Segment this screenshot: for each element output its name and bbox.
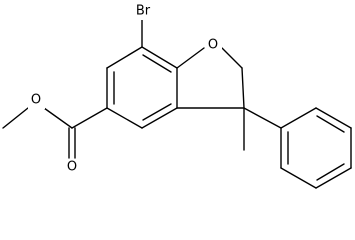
bond-carbonyl-carbon-ester-oxygen <box>43 107 73 129</box>
bromine-label: Br <box>136 4 151 19</box>
bond-ph4-ph5 <box>315 167 352 189</box>
chemical-structure-diagram: Br O O O <box>2 3 352 189</box>
bond-ph5-ph6 <box>280 167 317 189</box>
bond-c3-phenyl <box>243 107 282 129</box>
ester-ether-oxygen-label: O <box>31 93 41 108</box>
carbonyl-oxygen-label-background <box>63 159 80 176</box>
carbonyl-oxygen-label: O <box>67 160 77 175</box>
ring-oxygen-label: O <box>208 38 218 53</box>
bond-ph4-ph5-inner <box>316 163 345 181</box>
bond-ph2-ph3-inner <box>316 115 345 133</box>
bond-c7-c7a <box>141 46 178 69</box>
ester-ether-oxygen-label-background <box>28 92 45 109</box>
bond-c6-c7 <box>106 46 143 69</box>
bond-c2-c3 <box>241 67 245 109</box>
bond-ph2-ph3 <box>315 107 352 129</box>
bond-c3a-c4 <box>141 107 178 129</box>
bond-c5-carbonyl-carbon <box>71 107 108 129</box>
bond-c3a-c4-inner <box>142 103 172 121</box>
bond-c7a-o1 <box>176 47 205 69</box>
bond-c7-c7a-inner <box>142 54 172 73</box>
bond-c4-c5 <box>106 107 143 129</box>
bromine-label-background <box>132 3 154 20</box>
bond-o1-c2 <box>221 47 243 69</box>
ring-oxygen-label-background <box>205 37 222 54</box>
bond-ph1-ph2 <box>280 107 317 129</box>
bond-ester-oxygen-methyl <box>2 107 29 129</box>
